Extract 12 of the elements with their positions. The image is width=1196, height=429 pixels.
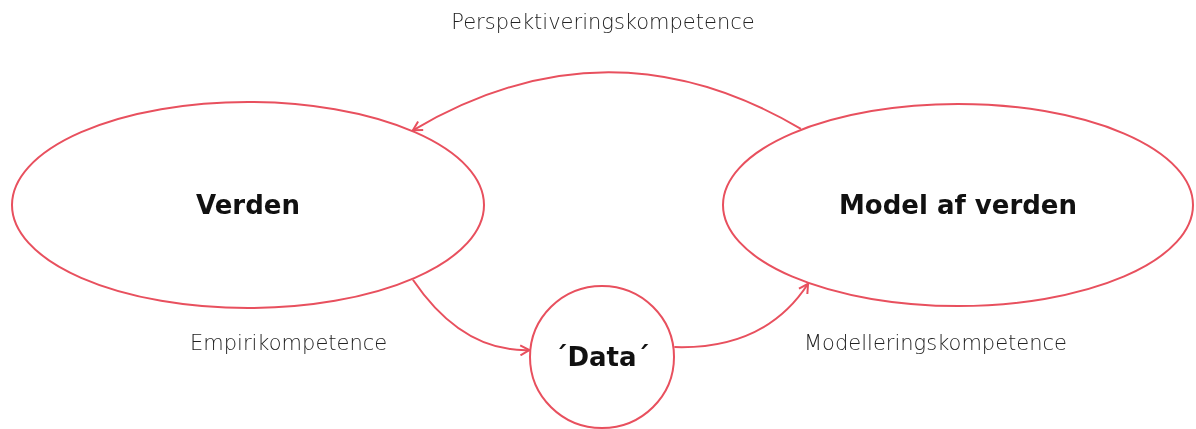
arrow <box>411 278 531 356</box>
ellipse-node <box>11 101 485 309</box>
ellipse-node <box>722 103 1194 307</box>
node-label: Model af verden <box>839 190 1077 220</box>
node-label: Verden <box>196 190 300 220</box>
circle-node <box>529 285 675 429</box>
arrow <box>411 71 802 132</box>
arrow <box>673 282 810 349</box>
edge-label: Modelleringskompetence <box>804 331 1068 355</box>
edge-label: Empirikompetence <box>190 331 388 355</box>
node-label: ´Data´ <box>554 342 650 372</box>
edge-label: Perspektiveringskompetence <box>451 10 755 34</box>
